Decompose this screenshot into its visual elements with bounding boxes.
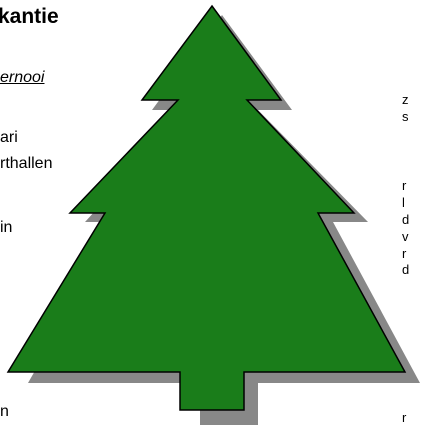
text-line-2: rthallen — [0, 155, 53, 172]
tree-body — [6, 4, 407, 411]
text-line-1: ari — [0, 129, 18, 146]
right-fragment-a: z s — [402, 92, 409, 124]
text-line-4: n — [0, 403, 9, 420]
document-heading: kantie — [0, 5, 59, 28]
text-line-3: in — [0, 219, 13, 236]
right-fragment-c: r — [402, 410, 407, 425]
document-subheading: ernooi — [0, 69, 45, 86]
right-fragment-b: r l d v r d — [402, 178, 410, 278]
